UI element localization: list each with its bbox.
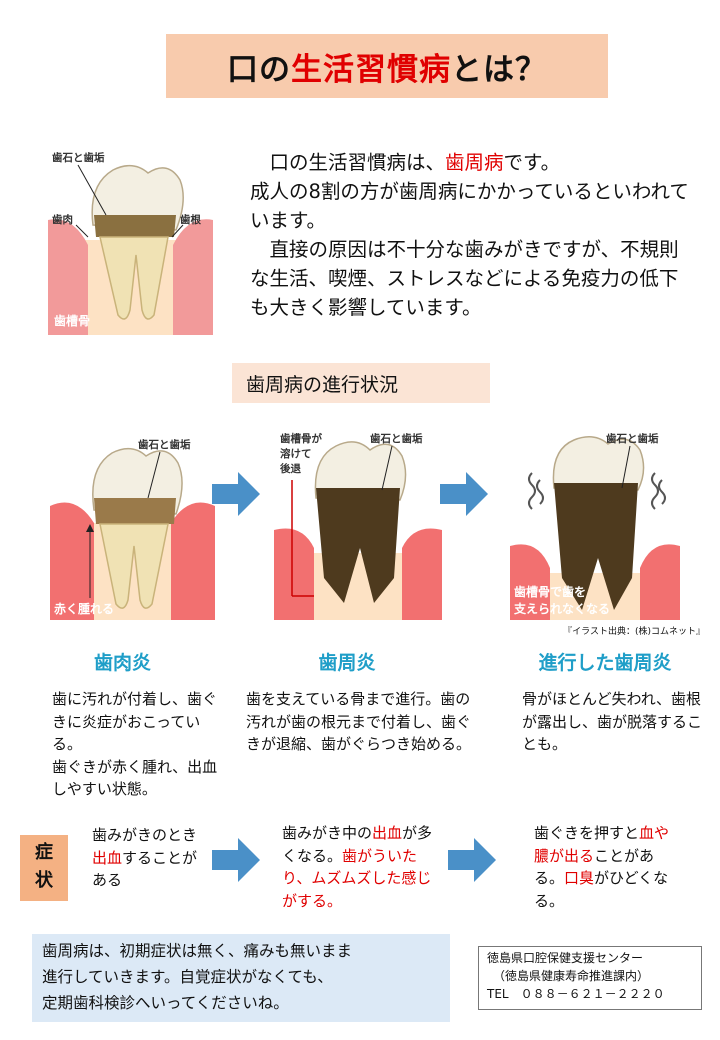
intro-highlight: 歯周病	[445, 151, 504, 174]
section-heading-text: 歯周病の進行状況	[246, 373, 399, 396]
symptom-text: 口臭	[564, 869, 595, 887]
stage2-label-bone1: 歯槽骨が	[280, 432, 322, 445]
stage1-description: 歯に汚れが付着し、歯ぐきに炎症がおこっている。 歯ぐきが赤く腫れ、出血しやすい状…	[52, 688, 224, 801]
page-title: 口の生活習慣病とは？	[166, 34, 608, 98]
contact-box: 徳島県口腔保健支援センター （徳島県健康寿命推進課内） TEL ０８８－６２１－…	[478, 946, 702, 1010]
symptom-text: 出血	[92, 848, 123, 867]
title-prefix: 口の	[227, 51, 291, 88]
stage2-desc-line: 歯を支えている骨まで進行。歯の汚れが歯の根元まで付着し、歯ぐきが退縮、歯がぐらつ…	[246, 690, 472, 753]
stage1-label-swelling: 赤く腫れる	[54, 601, 114, 616]
stage1-illustration: 歯石と歯垢 赤く腫れる	[50, 428, 215, 620]
symptom-stage3: 歯ぐきを押すと血や膿が出ることがある。口臭がひどくなる。	[534, 822, 684, 912]
stage3-label-calculus: 歯石と歯垢	[606, 432, 659, 445]
symptom-text: ういたり、ムズムズ	[282, 846, 418, 888]
stage2-illustration: 歯槽骨が 溶けて 後退 歯石と歯垢	[274, 428, 442, 620]
notice-line: 定期歯科検診へいってくださいね。	[42, 994, 289, 1012]
symptom-text: 血	[639, 824, 655, 842]
symptom-text: ことが	[594, 846, 640, 865]
progress-arrow-icon	[448, 838, 496, 882]
symptom-text: 出血	[372, 824, 403, 842]
symptom-text: 歯みがき中の	[282, 824, 373, 842]
stage1-title: 歯肉炎	[93, 652, 151, 674]
stage3-label-bone1: 歯槽骨で歯を	[514, 584, 586, 599]
stage2-description: 歯を支えている骨まで進行。歯の汚れが歯の根元まで付着し、歯ぐきが退縮、歯がぐらつ…	[246, 688, 474, 756]
symptom-stage1: 歯みがきのとき出血することがある	[92, 824, 204, 892]
tooth-anatomy-illustration: 歯石と歯垢 歯肉 歯根 歯槽骨	[48, 145, 213, 335]
label-calculus-plaque: 歯石と歯垢	[52, 151, 105, 164]
notice-line: 進行していきます。自覚症状がなくても、	[42, 968, 333, 986]
symptom-text: 歯みがきの	[92, 826, 168, 844]
symptom-text: がひどく	[594, 869, 654, 887]
notice-line: 歯周病は、初期症状は無く、痛みも無いまま	[42, 942, 353, 960]
intro-line1: 口の生活習慣病は、	[250, 151, 446, 174]
notice-box: 歯周病は、初期症状は無く、痛みも無いまま 進行していきます。自覚症状がなくても、…	[32, 934, 450, 1022]
symptom-label-char: 症	[35, 842, 53, 863]
contact-phone: TEL ０８８－６２１－２２２０	[487, 987, 665, 1001]
progress-arrow-icon	[440, 472, 488, 516]
symptom-text: する	[122, 848, 153, 867]
symptom-label-char: 状	[35, 870, 53, 891]
section-heading: 歯周病の進行状況	[232, 363, 490, 403]
progress-arrow-icon	[212, 838, 260, 882]
stage1-desc-line: 歯に汚れが付着し、歯ぐきに炎症がおこっている。	[52, 690, 218, 753]
symptom-text: が多くなる。	[282, 824, 433, 865]
label-gum: 歯肉	[52, 213, 73, 226]
symptom-text: ある。	[534, 846, 655, 888]
stage3-label-bone2: 支えられなくなる	[513, 601, 610, 616]
stage3-description: 骨がほとんど失われ、歯根が露出し、歯が脱落することも。	[522, 688, 704, 756]
symptom-text: なる。	[534, 869, 669, 910]
intro-line1-end: です。	[503, 151, 561, 174]
symptom-text: や膿が出る	[534, 824, 670, 865]
stage3-illustration: 歯石と歯垢 歯槽骨で歯を 支えられなくなる	[510, 428, 680, 620]
symptom-text: とき	[167, 826, 198, 844]
contact-org: 徳島県口腔保健支援センター	[487, 951, 644, 965]
illustration-credit: 『イラスト出典：(株)コムネット』	[563, 627, 705, 637]
stage2-title: 歯周炎	[318, 652, 376, 674]
symptom-stage2: 歯みがき中の出血が多くなる。歯がういたり、ムズムズした感じがする。	[282, 822, 442, 912]
stage3-desc-line: 骨がほとんど失われ、歯根が露出し、歯が脱落することも。	[522, 690, 703, 753]
intro-text: 口の生活習慣病は、歯周病です。 成人の8割の方が歯周病にかかっているといわれてい…	[250, 148, 695, 322]
intro-line2: 成人の8割の方が歯周病にかかっているといわれています。	[250, 180, 689, 232]
intro-line3: 直接の原因は不十分な歯みがきですが、不規則な生活、喫煙、ストレスなどによる免疫力…	[250, 238, 679, 319]
stage1-label-calculus: 歯石と歯垢	[138, 438, 191, 451]
label-root: 歯根	[180, 213, 201, 226]
progress-arrow-icon	[212, 472, 260, 516]
symptom-text: ことがある	[92, 848, 198, 890]
title-suffix: とは？	[451, 51, 547, 88]
stage1-desc-line: 歯ぐきが赤く腫れ、出血しやすい状態。	[52, 757, 218, 799]
symptom-text: 歯ぐきを押すと	[534, 824, 640, 842]
label-alveolar-bone: 歯槽骨	[54, 313, 90, 328]
stage2-label-bone2: 溶けて	[280, 447, 312, 460]
symptom-label: 症 状	[20, 835, 68, 901]
symptom-text: した感じがする。	[282, 869, 432, 910]
stage2-label-bone3: 後退	[279, 462, 301, 475]
symptom-text: 歯が	[342, 846, 373, 865]
contact-dept: （徳島県健康寿命推進課内）	[487, 969, 650, 983]
stage3-title: 進行した歯周炎	[538, 652, 672, 674]
stage2-label-calculus: 歯石と歯垢	[370, 432, 423, 445]
title-highlight: 生活習慣病	[291, 51, 451, 88]
